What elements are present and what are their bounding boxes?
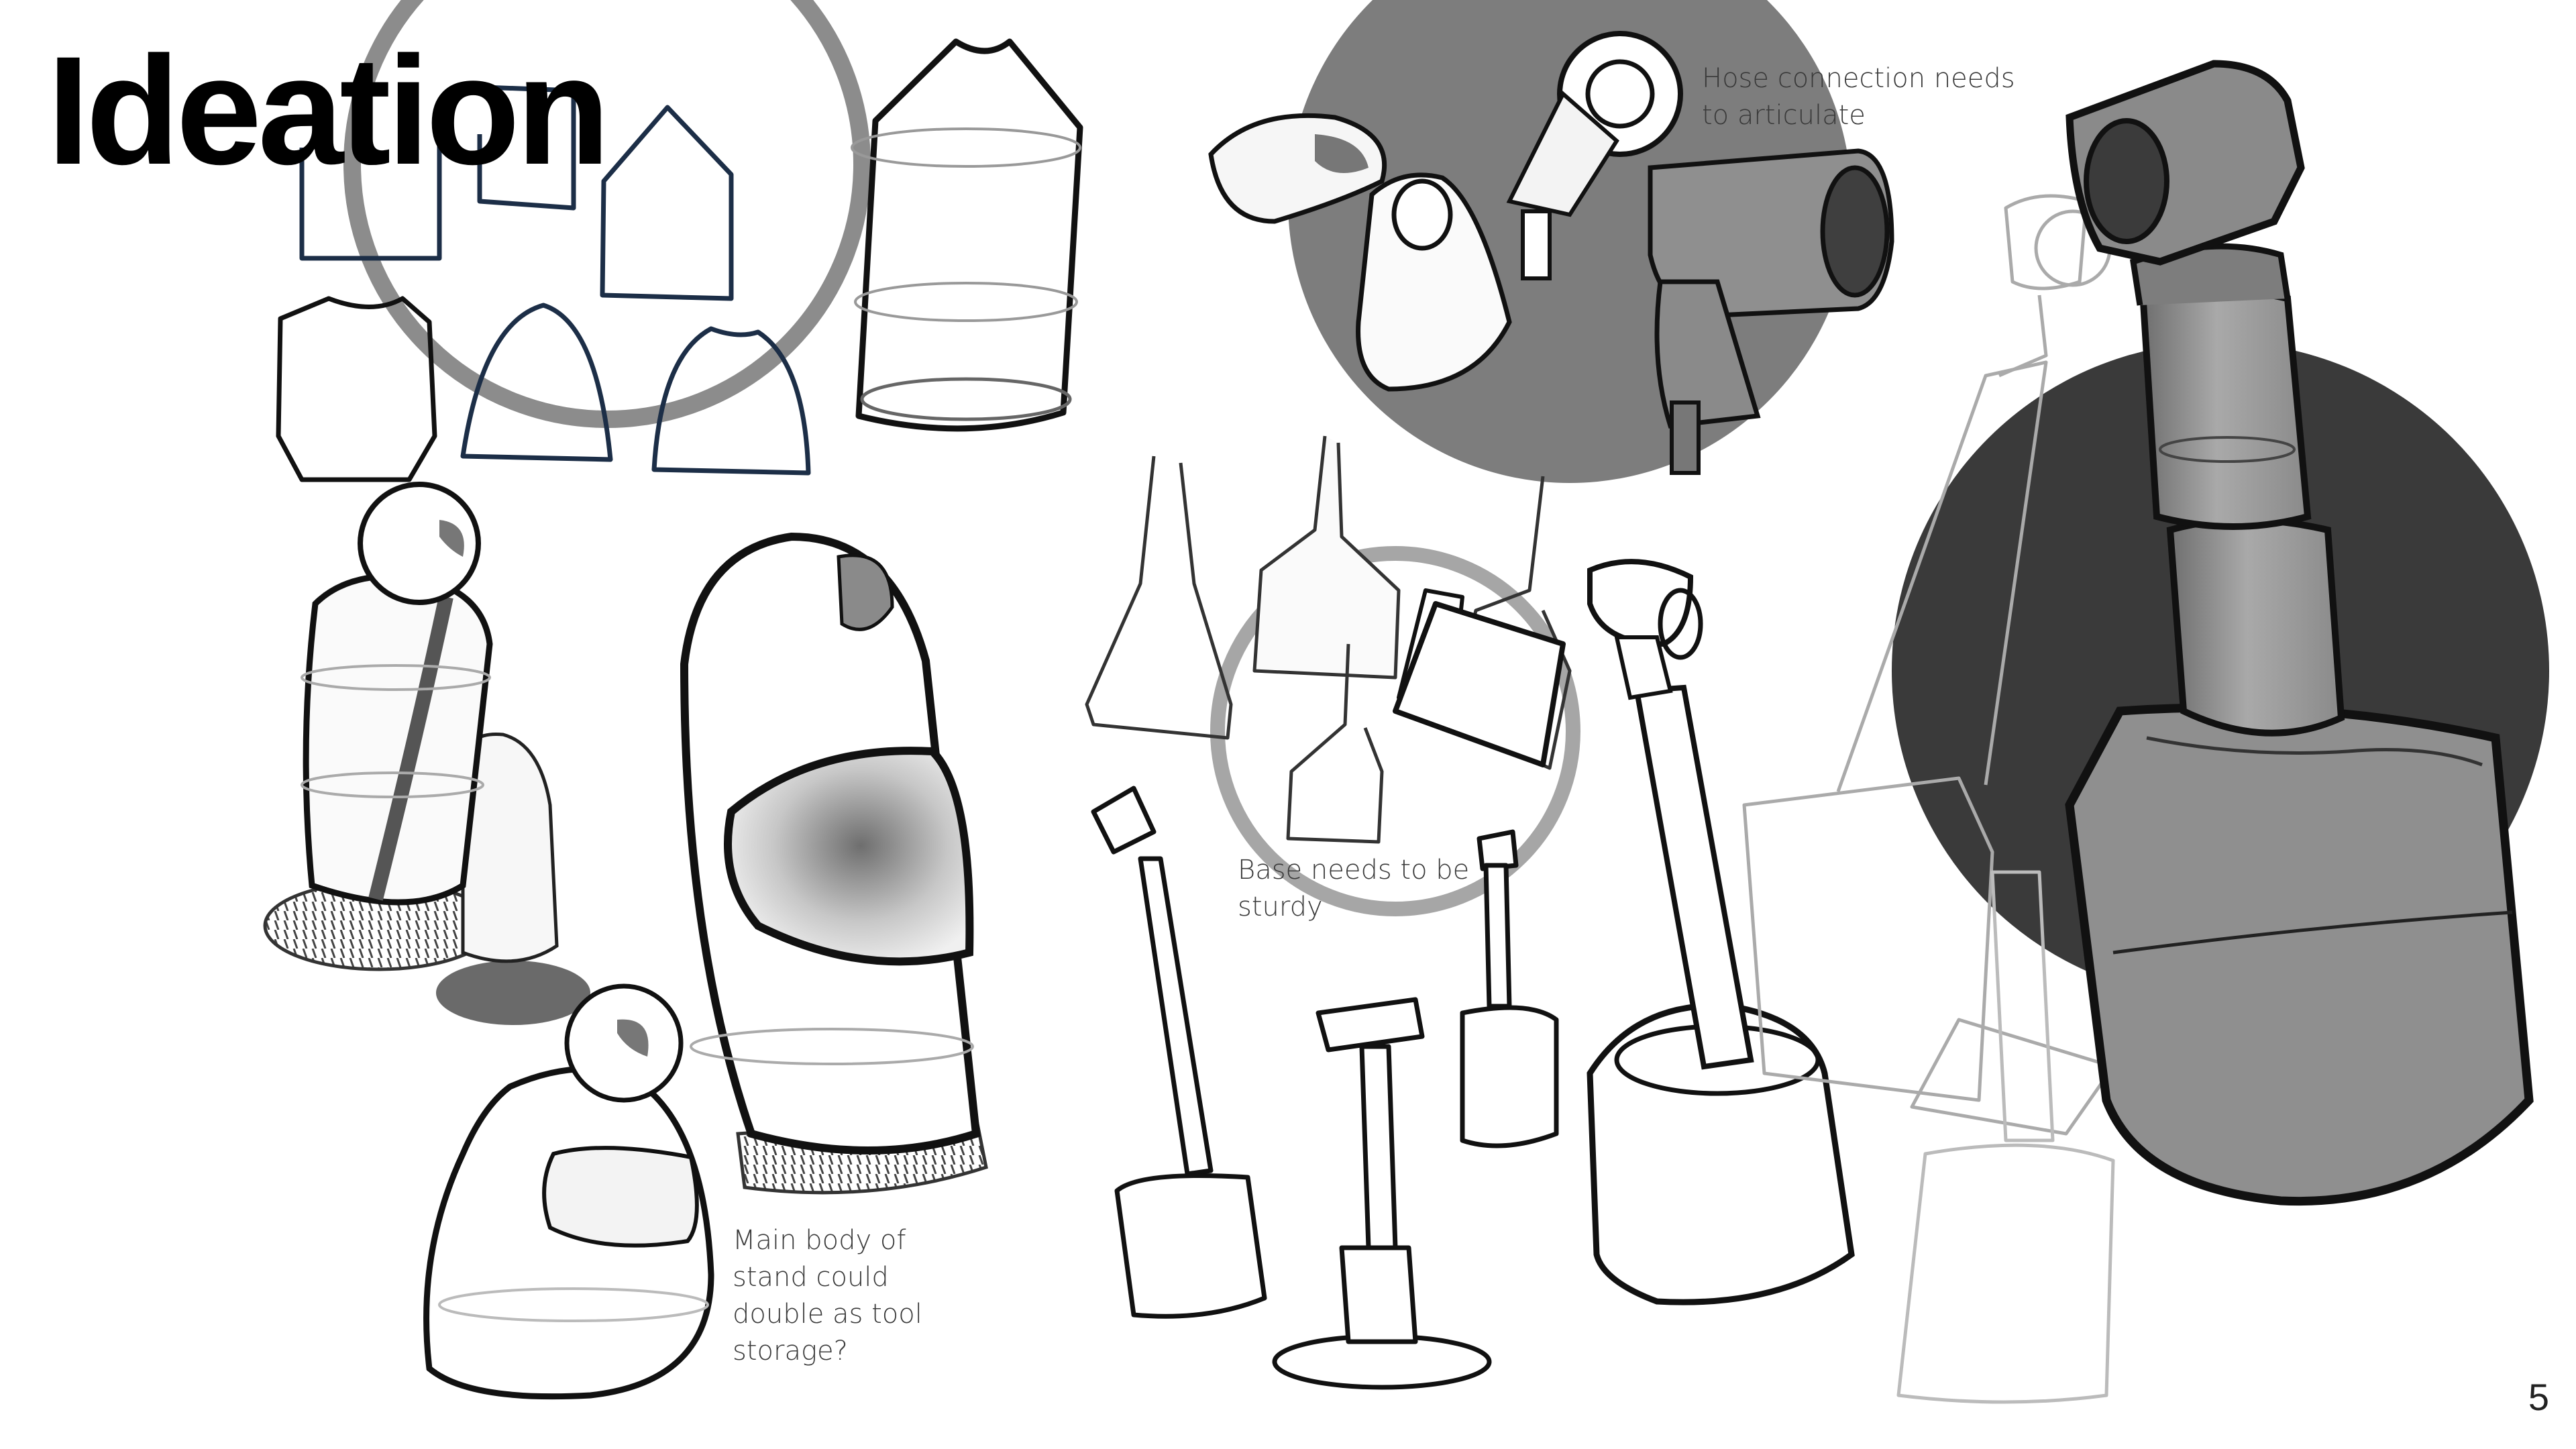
annotation-line: to articulate (1702, 100, 1866, 131)
sketch-capsule-storage (680, 532, 988, 1195)
shape-small-rect (477, 85, 576, 211)
page-number: 5 (2528, 1376, 2549, 1418)
annotation-line: Hose connection needs (1702, 63, 2015, 94)
shape-studies (276, 85, 811, 482)
annotation-line: sturdy (1238, 892, 1323, 922)
sketch-articulated-stand (1587, 559, 1855, 1305)
shape-octagon (276, 296, 437, 482)
annotation-line: Base needs to be (1238, 855, 1470, 885)
sketch-pole-stands (1091, 786, 1559, 1390)
annotation-hose-connection: Hose connection needs to articulate (1702, 60, 2015, 134)
sketch-tapered-stands (1085, 435, 1572, 844)
annotation-base-sturdy: Base needs to be sturdy (1238, 852, 1469, 926)
sketch-main-grey-stand (2065, 60, 2534, 1206)
sketch-stand-left (263, 482, 590, 1025)
annotation-line: storage? (733, 1336, 848, 1366)
sketch-hose-connectors (1208, 31, 1894, 475)
annotation-line: double as tool (733, 1299, 922, 1330)
sketch-egg-body (423, 983, 714, 1400)
ring-base-callout (1210, 546, 1580, 916)
page-title: Ideation (47, 24, 610, 197)
annotation-tool-storage: Main body of stand could double as tool … (733, 1222, 922, 1370)
shape-double-arch (651, 326, 811, 476)
annotation-line: Main body of (733, 1225, 906, 1256)
shape-open-rect (299, 134, 442, 261)
shape-house (600, 105, 734, 301)
annotation-line: stand could (733, 1262, 889, 1293)
sketch-pointed-cylinder (851, 38, 1083, 432)
shape-arch (460, 303, 613, 462)
